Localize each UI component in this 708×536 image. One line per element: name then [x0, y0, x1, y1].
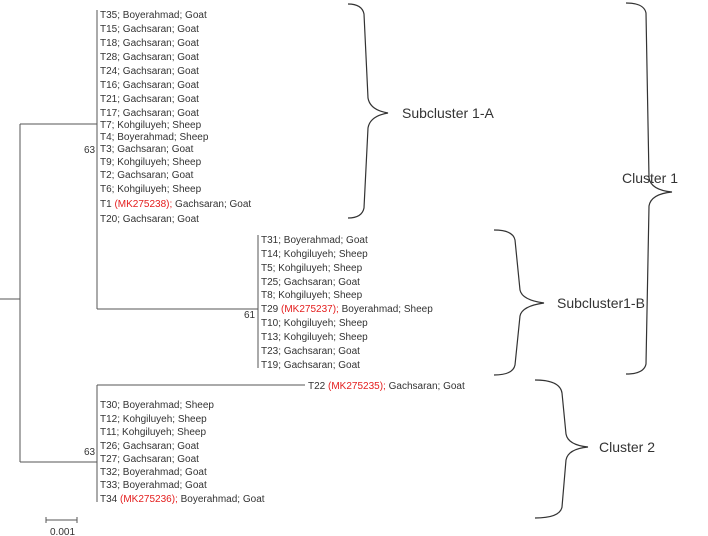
bootstrap-value: 61 [244, 310, 256, 321]
leaf-label: T8; Kohgiluyeh; Sheep [261, 290, 363, 301]
tree-branches [0, 10, 305, 502]
subcluster-1b-brace [493, 229, 545, 376]
subcluster-1a-brace [347, 3, 389, 219]
leaf-label: T10; Kohgiluyeh; Sheep [261, 318, 368, 329]
bootstrap-value: 63 [84, 447, 96, 458]
leaf-label: T15; Gachsaran; Goat [100, 24, 199, 35]
leaf-label: T13; Kohgiluyeh; Sheep [261, 332, 368, 343]
cluster-2-leaves: T22 (MK275235); Gachsaran; Goat T30; Boy… [100, 381, 465, 505]
leaf-label-accession: T1 (MK275238); Gachsaran; Goat [100, 199, 251, 210]
cluster-1-label: Cluster 1 [622, 170, 678, 186]
leaf-label: T28; Gachsaran; Goat [100, 52, 199, 63]
scale-bar: 0.001 [45, 517, 78, 536]
leaf-label: T27; Gachsaran; Goat [100, 454, 199, 465]
leaf-label: T32; Boyerahmad; Goat [100, 467, 207, 478]
leaf-label: T35; Boyerahmad; Goat [100, 10, 207, 21]
leaf-label: T33; Boyerahmad; Goat [100, 480, 207, 491]
leaf-label: T9; Kohgiluyeh; Sheep [100, 157, 202, 168]
leaf-label: T24; Gachsaran; Goat [100, 66, 199, 77]
bootstrap-value: 63 [84, 145, 96, 156]
leaf-label-accession: T29 (MK275237); Boyerahmad; Sheep [261, 304, 433, 315]
subcluster-1b-label: Subcluster1-B [557, 295, 645, 311]
leaf-label: T19; Gachsaran; Goat [261, 360, 360, 371]
leaf-label-accession: T34 (MK275236); Boyerahmad; Goat [100, 494, 265, 505]
leaf-label: T16; Gachsaran; Goat [100, 80, 199, 91]
leaf-label: T25; Gachsaran; Goat [261, 277, 360, 288]
leaf-label: T23; Gachsaran; Goat [261, 346, 360, 357]
leaf-label: T3; Gachsaran; Goat [100, 144, 194, 155]
leaf-label: T4; Boyerahmad; Sheep [100, 132, 209, 143]
leaf-label: T14; Kohgiluyeh; Sheep [261, 249, 368, 260]
leaf-label: T17; Gachsaran; Goat [100, 108, 199, 119]
leaf-label: T20; Gachsaran; Goat [100, 214, 199, 225]
leaf-label: T6; Kohgiluyeh; Sheep [100, 184, 202, 195]
scale-bar-label: 0.001 [50, 527, 75, 536]
leaf-label: T2; Gachsaran; Goat [100, 170, 194, 181]
cluster-2-brace [534, 379, 589, 519]
leaf-label: T31; Boyerahmad; Goat [261, 235, 368, 246]
leaf-label: T30; Boyerahmad; Sheep [100, 400, 214, 411]
subcluster-1a-leaves: T35; Boyerahmad; Goat T15; Gachsaran; Go… [100, 10, 251, 225]
leaf-label: T21; Gachsaran; Goat [100, 94, 199, 105]
leaf-label: T5; Kohgiluyeh; Sheep [261, 263, 363, 274]
leaf-label: T12; Kohgiluyeh; Sheep [100, 414, 207, 425]
leaf-label: T7; Kohgiluyeh; Sheep [100, 120, 202, 131]
cluster-2-label: Cluster 2 [599, 439, 655, 455]
subcluster-1b-leaves: T31; Boyerahmad; Goat T14; Kohgiluyeh; S… [261, 235, 433, 371]
cluster-1-brace [625, 2, 673, 375]
leaf-label: T11; Kohgiluyeh; Sheep [100, 427, 206, 438]
subcluster-1a-label: Subcluster 1-A [402, 105, 494, 121]
leaf-label-accession: T22 (MK275235); Gachsaran; Goat [308, 381, 465, 392]
leaf-label: T26; Gachsaran; Goat [100, 441, 199, 452]
leaf-label: T18; Gachsaran; Goat [100, 38, 199, 49]
